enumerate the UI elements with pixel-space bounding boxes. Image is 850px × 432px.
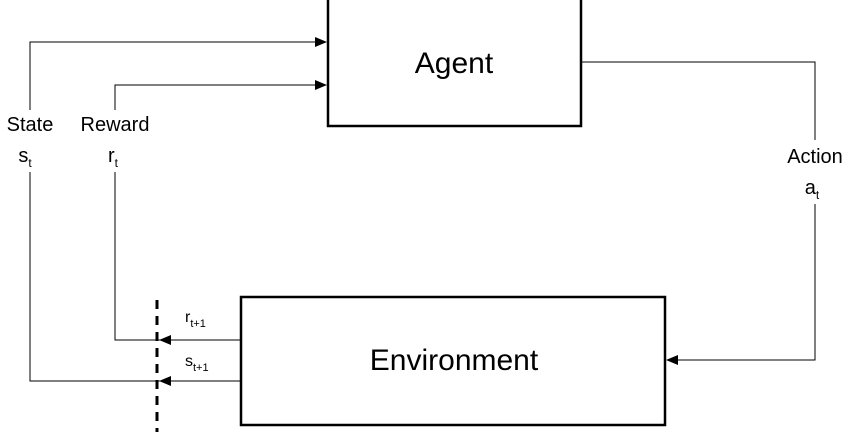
environment-node: Environment — [239, 295, 667, 427]
action-label-backing — [780, 140, 850, 204]
action-arrow — [581, 61, 816, 365]
state-arrow — [29, 37, 327, 382]
agent-node: Agent — [326, 0, 583, 128]
reward-symbol: rt — [108, 145, 119, 170]
state-symbol: st — [18, 145, 32, 170]
state-label: State — [7, 114, 54, 136]
reward-label: Reward — [81, 114, 150, 136]
action-label: Action — [787, 146, 843, 168]
environment-box — [239, 295, 667, 427]
next-reward-label: rt+1 — [185, 309, 206, 330]
action-symbol: at — [805, 177, 820, 202]
state-label-backing — [0, 110, 60, 172]
agent-box — [326, 0, 583, 128]
agent-label: Agent — [415, 47, 494, 80]
reward-label-backing — [72, 110, 160, 172]
next-state-label: st+1 — [185, 353, 209, 374]
environment-label: Environment — [370, 344, 539, 377]
